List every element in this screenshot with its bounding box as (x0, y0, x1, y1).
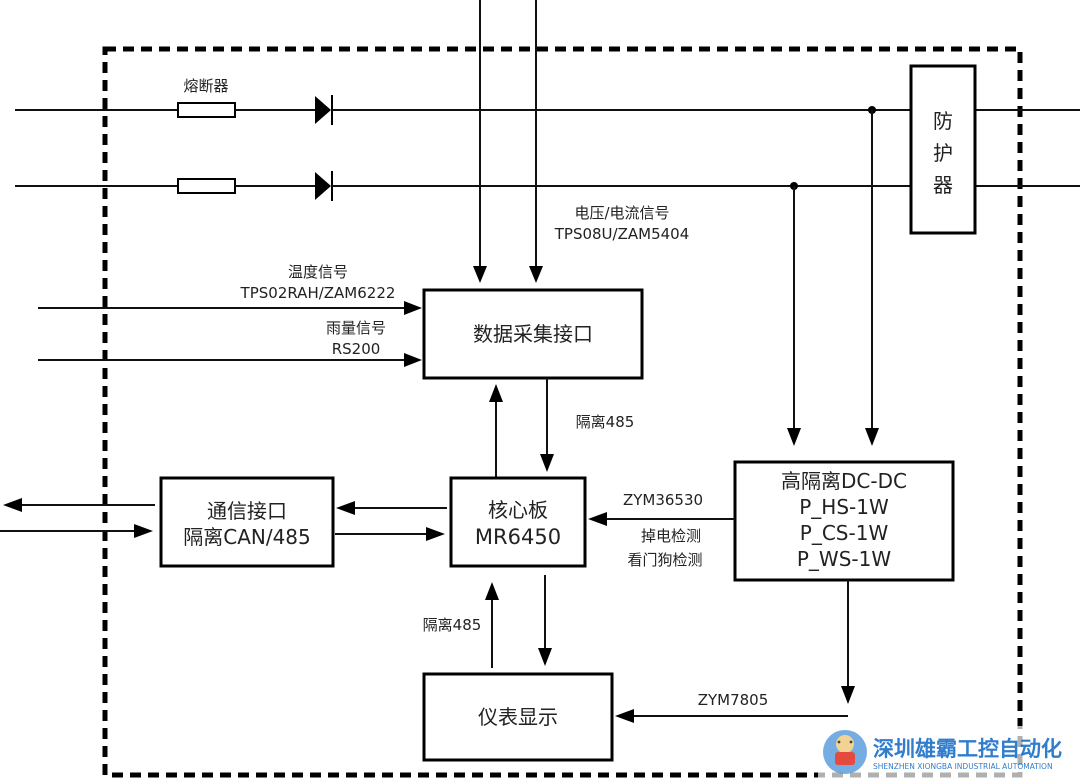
arrow-head (529, 266, 543, 283)
protector-block: 防 护 器 (909, 64, 977, 235)
arrow-head (485, 582, 499, 600)
bear-logo-icon (823, 730, 867, 774)
isolated-485-top-label: 隔离485 (576, 413, 635, 431)
core-board-line1: 核心板 (488, 498, 548, 522)
temperature-label: 温度信号 (288, 263, 348, 281)
core-board-line2: MR6450 (475, 525, 561, 549)
fuse-label: 熔断器 (183, 77, 228, 95)
data-acquisition-label: 数据采集接口 (473, 322, 593, 346)
arrow-head (489, 384, 503, 402)
isolated-485-bottom-label: 隔离485 (423, 616, 482, 634)
arrow-head (404, 353, 422, 367)
comm-interface-line2: 隔离CAN/485 (183, 525, 311, 549)
diode-2-icon (315, 171, 333, 201)
dcdc-block: 高隔离DC-DC P_HS-1W P_CS-1W P_WS-1W (733, 460, 955, 582)
temperature-model: TPS02RAH/ZAM6222 (240, 284, 396, 302)
dcdc-line1: 高隔离DC-DC (781, 469, 907, 493)
dcdc-line2: P_HS-1W (799, 495, 889, 519)
fuse-2 (177, 178, 236, 194)
core-board-block: 核心板 MR6450 (449, 476, 587, 568)
arrow-head (426, 527, 445, 541)
protector-char-2: 护 (933, 141, 953, 165)
comm-interface-block: 通信接口 隔离CAN/485 (159, 476, 335, 568)
protector-char-3: 器 (933, 173, 953, 197)
zym7805-label: ZYM7805 (698, 691, 769, 709)
rain-model: RS200 (332, 340, 381, 358)
arrow-head (538, 648, 552, 666)
rain-label: 雨量信号 (326, 319, 386, 337)
arrow-head (134, 524, 153, 538)
arrow-head (336, 501, 355, 515)
arrow-head (615, 709, 634, 723)
fuse-1 (177, 102, 236, 118)
arrow-head (404, 301, 422, 315)
zym36530-label: ZYM36530 (623, 491, 703, 509)
arrow-head (865, 428, 879, 446)
arrow-head (787, 428, 801, 446)
arrow-head (588, 512, 607, 526)
watermark: 深圳雄霸工控自动化 SHENZHEN XIONGBA INDUSTRIAL AU… (818, 726, 1080, 779)
power-line-1 (15, 95, 1080, 125)
voltage-current-label: 电压/电流信号 (574, 204, 669, 222)
meter-display-block: 仪表显示 (422, 672, 614, 762)
data-acquisition-block: 数据采集接口 (422, 288, 644, 380)
watchdog-detect-label: 看门狗检测 (627, 551, 702, 569)
arrow-head (3, 498, 22, 512)
comm-interface-line1: 通信接口 (207, 499, 287, 523)
dcdc-line4: P_WS-1W (797, 547, 891, 571)
watermark-company-cn: 深圳雄霸工控自动化 (873, 737, 1062, 761)
voltage-current-model: TPS08U/ZAM5404 (554, 225, 690, 243)
arrow-head (540, 454, 554, 472)
enclosure-boundary (102, 46, 1023, 778)
arrow-head (841, 686, 855, 704)
protector-char-1: 防 (933, 109, 953, 133)
dcdc-line3: P_CS-1W (800, 521, 889, 545)
power-fail-detect-label: 掉电检测 (641, 527, 701, 545)
power-line-2 (15, 171, 1080, 201)
meter-display-label: 仪表显示 (478, 705, 558, 729)
arrow-head (473, 266, 487, 283)
watermark-company-en: SHENZHEN XIONGBA INDUSTRIAL AUTOMATION (873, 762, 1053, 771)
diode-1-icon (315, 95, 333, 125)
